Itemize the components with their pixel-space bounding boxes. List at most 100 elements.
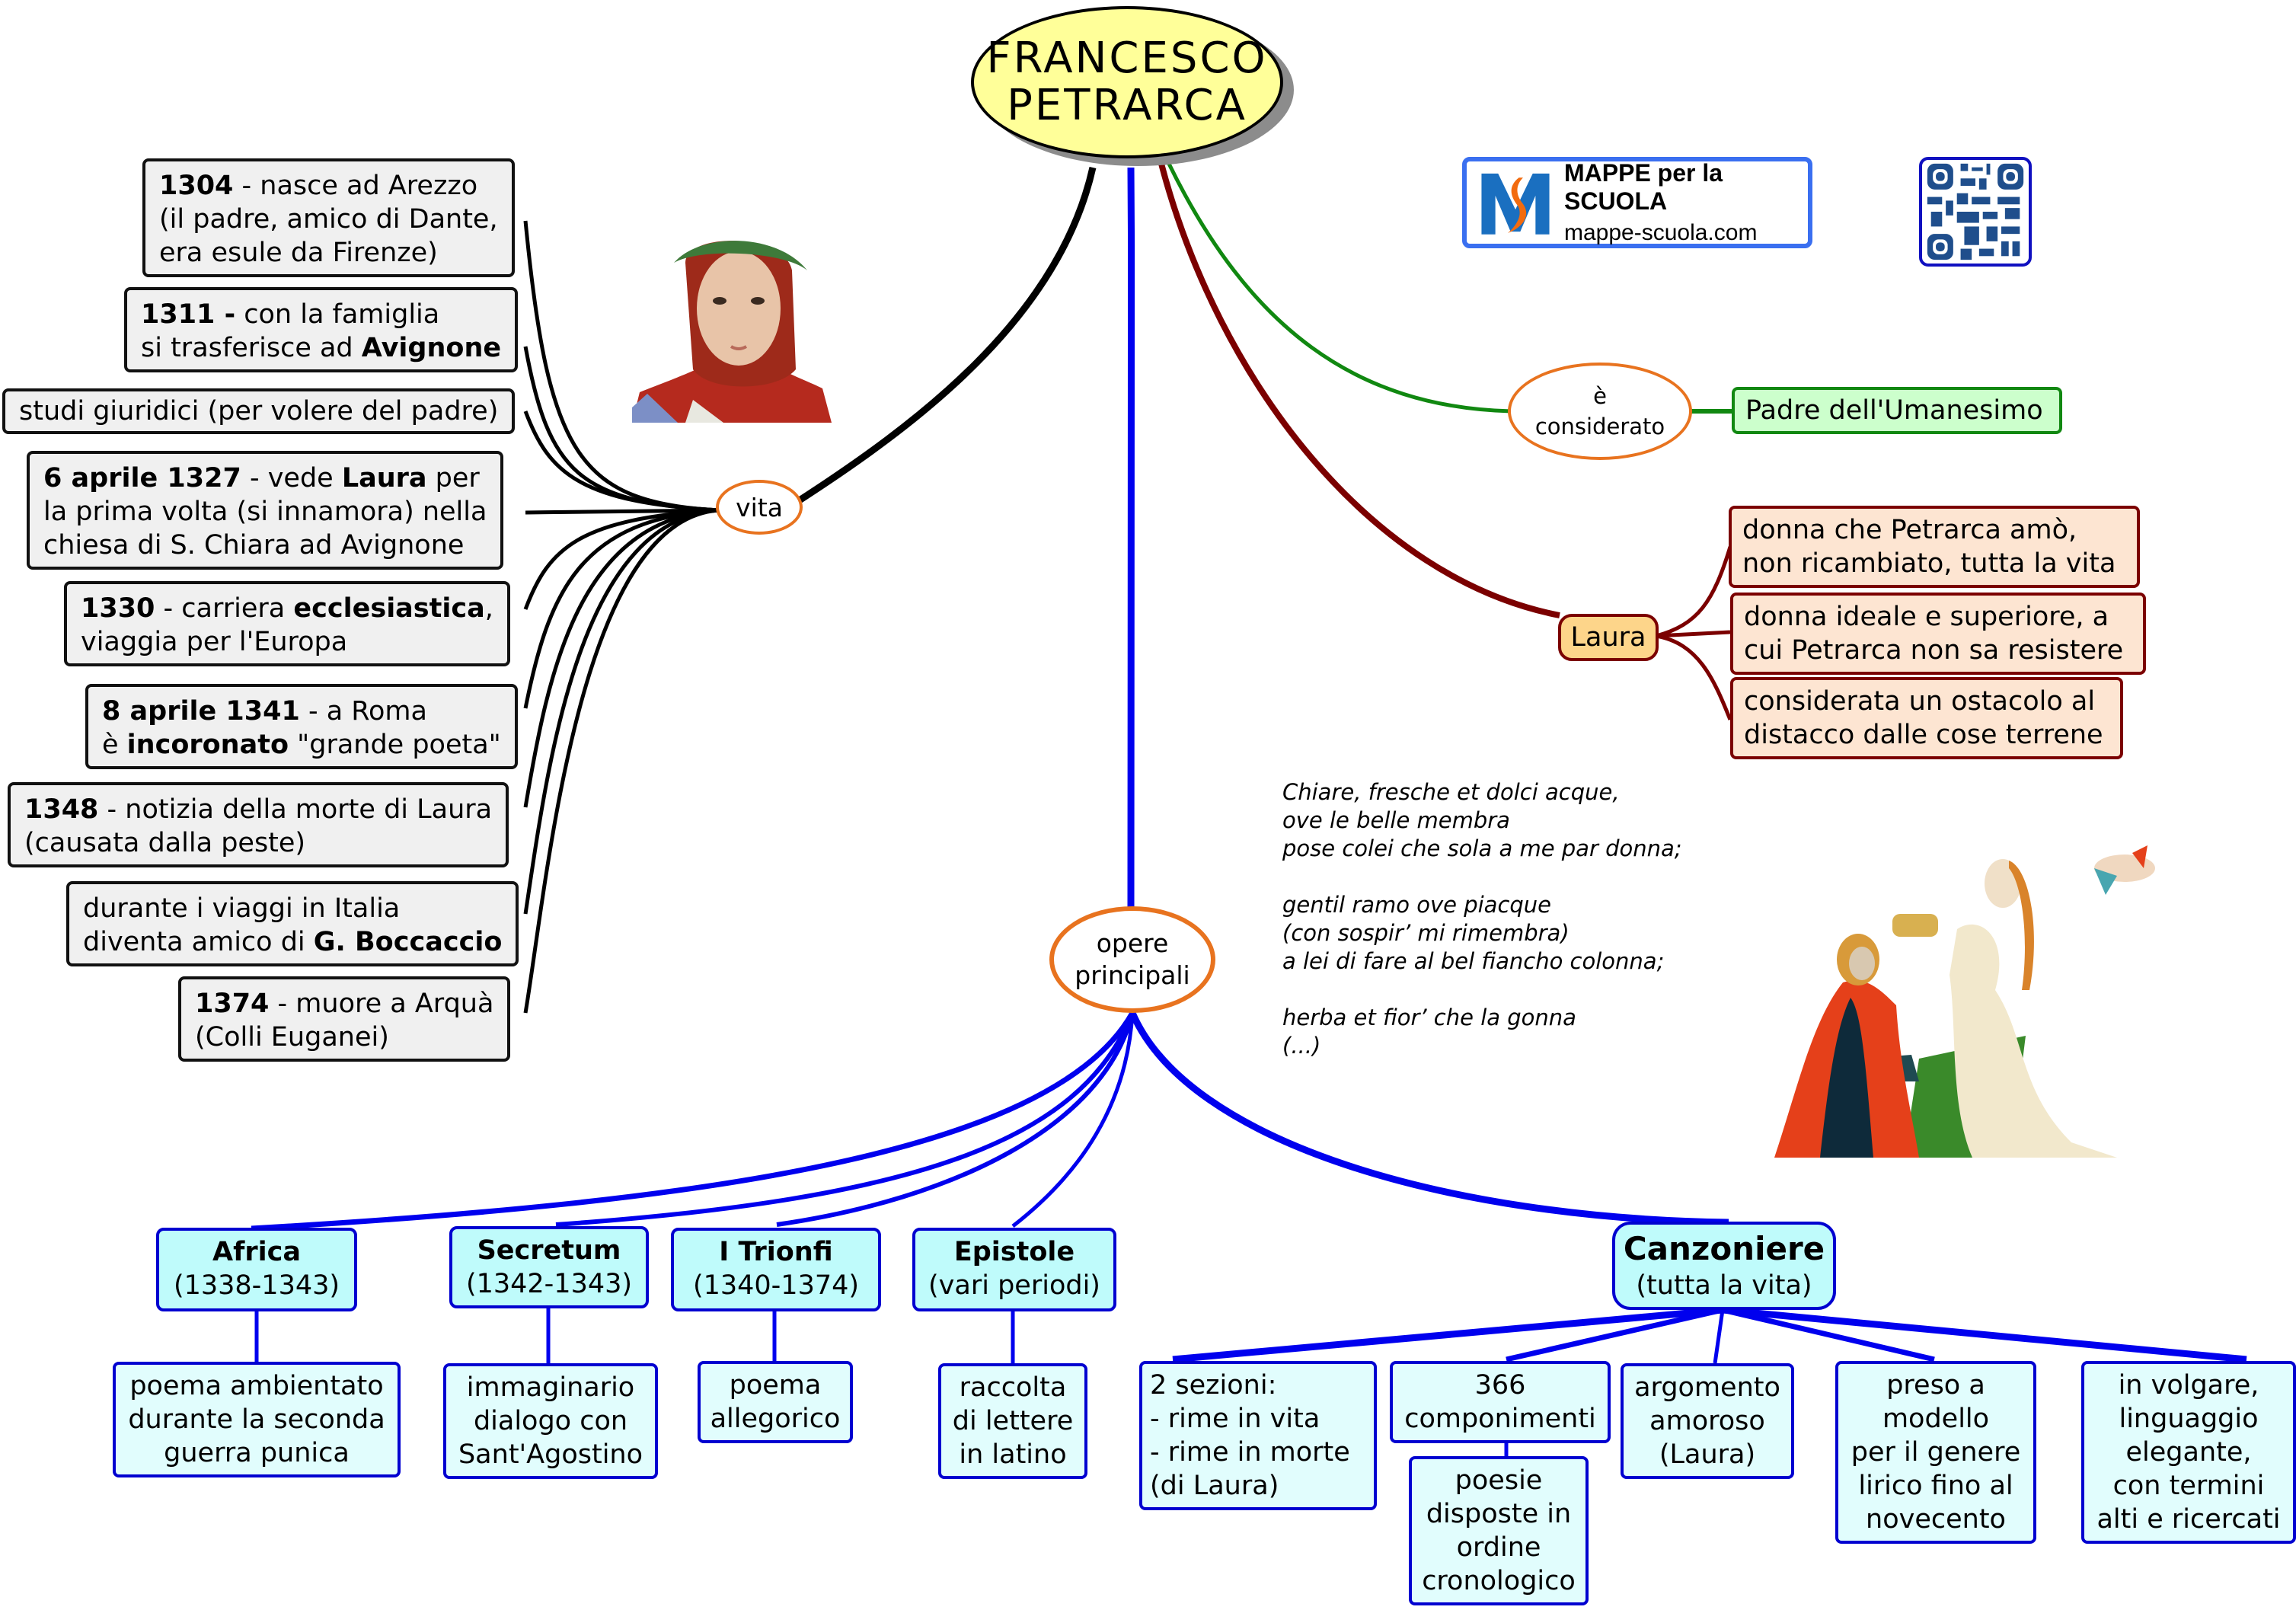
- qr-code-icon[interactable]: [1919, 157, 2032, 267]
- mappe-m-icon: [1481, 173, 1550, 235]
- detail-text: poema ambientato: [129, 1371, 384, 1401]
- work-period: (1340-1374): [692, 1270, 860, 1301]
- work-title: I Trionfi: [719, 1237, 833, 1267]
- vita-text: "grande poeta": [289, 730, 501, 760]
- qr-pattern: [1927, 163, 2024, 260]
- epistole-detail[interactable]: raccolta di lettere in latino: [938, 1363, 1087, 1479]
- canzoniere-detail-sezioni[interactable]: 2 sezioni: - rime in vita - rime in mort…: [1139, 1361, 1377, 1510]
- mappe-scuola-logo[interactable]: MAPPE per la SCUOLA mappe-scuola.com: [1462, 157, 1812, 248]
- laura-text: distacco dalle cose terrene: [1744, 720, 2103, 750]
- vita-text: chiesa di S. Chiara ad Avignone: [43, 530, 465, 561]
- vita-text: per: [426, 463, 480, 494]
- work-canzoniere[interactable]: Canzoniere (tutta la vita): [1612, 1222, 1836, 1310]
- canzoniere-detail-volgare[interactable]: in volgare, linguaggio elegante, con ter…: [2081, 1361, 2296, 1544]
- canzoniere-detail-componimenti[interactable]: 366 componimenti: [1390, 1361, 1611, 1443]
- opere-label: principali: [1075, 960, 1190, 990]
- opere-node[interactable]: opere principali: [1049, 906, 1215, 1013]
- work-period: (1338-1343): [173, 1270, 340, 1301]
- work-title: Secretum: [477, 1235, 621, 1266]
- detail-text: 366: [1474, 1370, 1526, 1401]
- work-title: Epistole: [953, 1237, 1075, 1267]
- laura-text: cui Petrarca non sa resistere: [1744, 635, 2124, 666]
- vita-item-1327[interactable]: 6 aprile 1327 - vede Laura per la prima …: [27, 451, 504, 570]
- detail-text: durante la seconda: [128, 1404, 385, 1435]
- trionfi-detail[interactable]: poema allegorico: [698, 1361, 853, 1443]
- considerato-label: considerato: [1534, 414, 1665, 439]
- detail-text: preso a: [1886, 1370, 1985, 1401]
- logo-url[interactable]: mappe-scuola.com: [1563, 220, 1758, 245]
- vita-text: (causata dalla peste): [24, 828, 306, 858]
- detail-text: amoroso: [1649, 1406, 1765, 1436]
- laura-item[interactable]: considerata un ostacolo al distacco dall…: [1730, 677, 2123, 759]
- work-secretum[interactable]: Secretum (1342-1343): [449, 1226, 649, 1308]
- vita-text: era esule da Firenze): [159, 238, 438, 268]
- poem-excerpt: Chiare, fresche et dolci acque, ove le b…: [1282, 779, 1682, 1059]
- detail-text: Sant'Agostino: [458, 1439, 643, 1470]
- detail-text: componimenti: [1404, 1404, 1596, 1434]
- year-1311: 1311 -: [141, 299, 236, 330]
- detail-text: alti e ricercati: [2096, 1504, 2281, 1535]
- work-epistole[interactable]: Epistole (vari periodi): [912, 1228, 1116, 1311]
- detail-text: per il genere: [1851, 1437, 2021, 1468]
- vita-text: è: [102, 730, 127, 760]
- vita-bold: incoronato: [126, 730, 289, 760]
- central-topic[interactable]: FRANCESCO PETRARCA: [971, 6, 1283, 158]
- detail-text: lirico fino al: [1858, 1471, 2013, 1501]
- vita-node[interactable]: vita: [716, 480, 803, 535]
- vita-text: - nasce ad Arezzo: [233, 171, 478, 201]
- canzoniere-detail-lines: [1172, 1306, 2247, 1364]
- vita-item-1311[interactable]: 1311 - con la famiglia si trasferisce ad…: [124, 287, 519, 372]
- logo-title: MAPPE per la SCUOLA: [1563, 159, 1723, 215]
- vita-label: vita: [736, 492, 783, 522]
- detail-text: poema: [729, 1370, 822, 1401]
- central-title-line1: FRANCESCO: [986, 34, 1268, 83]
- componimenti-sub-detail[interactable]: poesie disposte in ordine cronologico: [1409, 1456, 1589, 1605]
- detail-text: poesie: [1455, 1465, 1543, 1496]
- laura-node[interactable]: Laura: [1558, 614, 1659, 661]
- work-trionfi[interactable]: I Trionfi (1340-1374): [671, 1228, 881, 1311]
- detail-text: 2 sezioni:: [1150, 1370, 1277, 1401]
- vita-item-1348[interactable]: 1348 - notizia della morte di Laura (cau…: [8, 782, 509, 867]
- vita-text: studi giuridici (per volere del padre): [19, 396, 499, 426]
- vita-item-1374[interactable]: 1374 - muore a Arquà (Colli Euganei): [178, 976, 511, 1062]
- canzoniere-detail-argomento[interactable]: argomento amoroso (Laura): [1621, 1363, 1794, 1479]
- laura-text: considerata un ostacolo al: [1744, 686, 2096, 717]
- detail-text: cronologico: [1422, 1566, 1576, 1596]
- detail-text: allegorico: [710, 1404, 841, 1434]
- detail-text: ordine: [1456, 1532, 1541, 1563]
- umanesimo-box[interactable]: Padre dell'Umanesimo: [1732, 387, 2062, 434]
- laura-text: donna ideale e superiore, a: [1744, 602, 2109, 632]
- work-title: Africa: [212, 1237, 301, 1267]
- detail-text: con termini: [2112, 1471, 2265, 1501]
- africa-detail[interactable]: poema ambientato durante la seconda guer…: [113, 1362, 401, 1477]
- opere-branches: [251, 1011, 1729, 1231]
- work-period: (tutta la vita): [1636, 1270, 1812, 1301]
- vita-item-1330[interactable]: 1330 - carriera ecclesiastica, viaggia p…: [64, 581, 510, 666]
- work-period: (vari periodi): [928, 1270, 1100, 1301]
- laura-item[interactable]: donna che Petrarca amò, non ricambiato, …: [1729, 506, 2140, 588]
- detail-text: modello: [1882, 1404, 1990, 1434]
- vita-text: ,: [484, 593, 493, 624]
- miniature-image: [1767, 838, 2193, 1165]
- vita-item-1341[interactable]: 8 aprile 1341 - a Roma è incoronato "gra…: [85, 684, 518, 769]
- vita-item-1304[interactable]: 1304 - nasce ad Arezzo (il padre, amico …: [142, 158, 515, 277]
- detail-text: linguaggio: [2119, 1404, 2259, 1434]
- laura-item[interactable]: donna ideale e superiore, a cui Petrarca…: [1730, 593, 2146, 675]
- canzoniere-detail-modello[interactable]: preso a modello per il genere lirico fin…: [1835, 1361, 2036, 1544]
- vita-item-studi[interactable]: studi giuridici (per volere del padre): [2, 388, 516, 434]
- detail-text: in latino: [959, 1439, 1067, 1470]
- detail-text: - rime in morte: [1150, 1437, 1350, 1468]
- detail-text: in volgare,: [2118, 1370, 2259, 1401]
- work-africa[interactable]: Africa (1338-1343): [156, 1228, 357, 1311]
- vita-bold: ecclesiastica: [293, 593, 485, 624]
- vita-item-boccaccio[interactable]: durante i viaggi in Italia diventa amico…: [66, 881, 519, 966]
- detail-text: dialogo con: [473, 1406, 628, 1436]
- secretum-detail[interactable]: immaginario dialogo con Sant'Agostino: [443, 1363, 658, 1479]
- vita-text: (Colli Euganei): [195, 1022, 389, 1053]
- vita-bold: Avignone: [361, 333, 502, 363]
- opere-label: opere: [1096, 928, 1169, 958]
- work-title: Canzoniere: [1623, 1230, 1825, 1267]
- detail-text: - rime in vita: [1150, 1404, 1320, 1434]
- vita-text: la prima volta (si innamora) nella: [43, 497, 487, 527]
- considerato-node[interactable]: è considerato: [1508, 363, 1692, 460]
